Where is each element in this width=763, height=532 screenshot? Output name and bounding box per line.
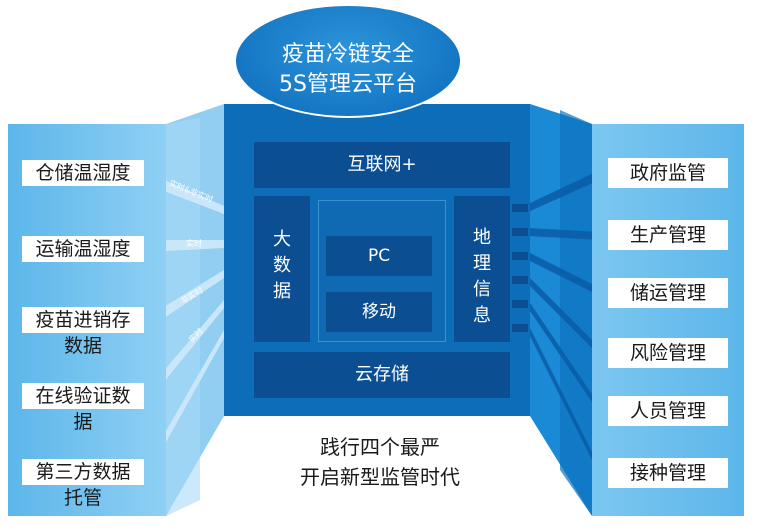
left-item-online-validation-data: 在线验证数 据	[22, 383, 144, 435]
left-item-third-party-hosting: 第三方数据 托管	[22, 459, 144, 511]
output-tick	[512, 324, 528, 332]
big-data-column: 大 数 据	[254, 196, 310, 342]
output-tick	[512, 228, 528, 236]
pc-box: PC	[326, 236, 432, 276]
right-item-personnel-management: 人员管理	[608, 396, 728, 426]
geo-info-column: 地 理 信 息	[454, 196, 510, 342]
output-tick	[512, 204, 528, 212]
platform-title: 疫苗冷链安全 5S管理云平台	[234, 4, 462, 118]
cloud-storage-bar: 云存储	[254, 352, 510, 398]
application-panel	[592, 124, 744, 516]
left-item-warehouse-temp-humidity: 仓储温湿度	[22, 160, 144, 186]
output-tick	[512, 252, 528, 260]
right-item-production-management: 生产管理	[608, 220, 728, 250]
left-item-vaccine-inventory-data: 疫苗进销存 数据	[22, 307, 144, 359]
left-item-transport-temp-humidity: 运输温湿度	[22, 236, 144, 262]
right-item-government-supervision: 政府监管	[608, 158, 728, 188]
internet-plus-bar: 互联网+	[254, 142, 510, 188]
slogan: 践行四个最严 开启新型监管时代	[300, 435, 460, 489]
output-tick	[512, 276, 528, 284]
right-item-vaccination-management: 接种管理	[608, 458, 728, 488]
output-tick	[512, 300, 528, 308]
right-item-storage-transport-management: 储运管理	[608, 278, 728, 308]
right-item-risk-management: 风险管理	[608, 338, 728, 368]
arrow-label-realtime: 实时	[186, 239, 202, 248]
mobile-box: 移动	[326, 292, 432, 332]
